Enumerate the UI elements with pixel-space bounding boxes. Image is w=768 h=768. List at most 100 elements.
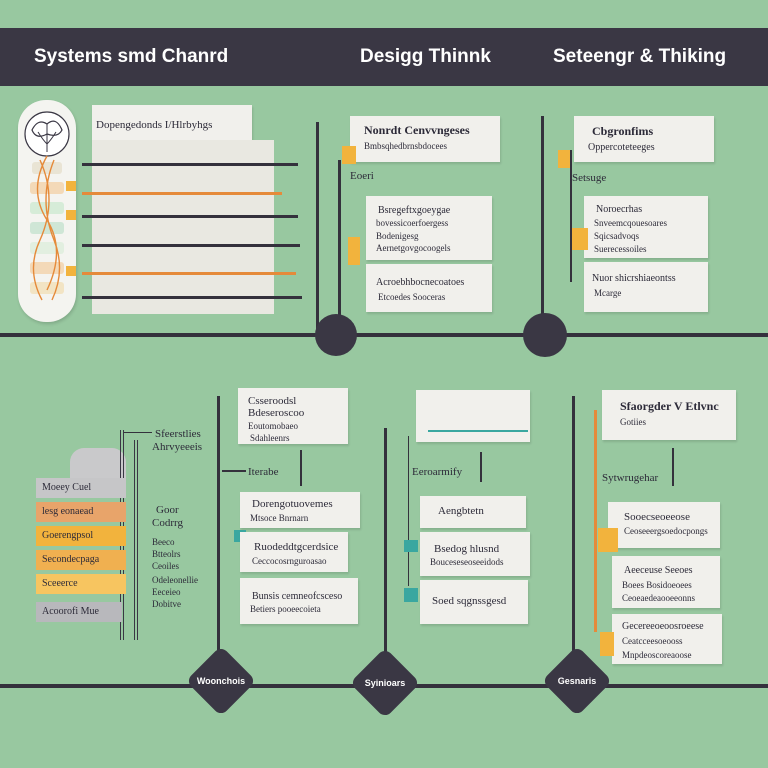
brain-spine-illustration — [18, 100, 76, 322]
card-text: Bsregeftxgoeygae — [378, 205, 451, 216]
bottom-right-tab-1 — [598, 528, 618, 552]
stripe-panel — [92, 140, 274, 314]
stack-cap — [70, 448, 126, 480]
card-text: Eoutomobaeo — [248, 421, 298, 431]
card-title: Sfaorgder V Etlvnc — [620, 399, 719, 413]
brain-spine-icon — [24, 111, 70, 301]
bottom-left-label: Dobitve — [152, 599, 181, 609]
bottom-mid2-card-1 — [416, 390, 530, 442]
stack-bar: lesg eonaead — [36, 502, 126, 522]
bottom-mid1-card-4: Bunsis cemneofcsceso Betiers pooeecoieta — [240, 578, 358, 624]
card-text: bovessicoerfoergess — [376, 218, 449, 228]
card-text: Sdahleenrs — [250, 433, 290, 443]
top-right-side-label: Setsuge — [572, 172, 607, 184]
bottom-right-card-1: Sfaorgder V Etlvnc Gotiies — [602, 390, 736, 440]
bottom-mid2-tick — [480, 452, 482, 482]
stripe-line-2 — [82, 192, 282, 195]
card-title: Nonrdt Cenvvngeses — [364, 123, 470, 137]
card-text: Aeeceuse Seeoes — [624, 565, 693, 576]
card-text: Bunsis cemneofcsceso — [252, 591, 343, 602]
bottom-mid1-card-1: Csseroodsl Bdeseroscoo Eoutomobaeo Sdahl… — [238, 388, 348, 444]
stripe-line-6 — [82, 296, 302, 299]
card-text: Bouceseseoseeidods — [430, 557, 504, 567]
bottom-left-label: Btteolrs — [152, 549, 181, 559]
card-text: Boees Bosidoeoees — [622, 580, 692, 590]
card-text: Mtsoce Bnrnarn — [250, 513, 309, 523]
top-right-tab-2 — [572, 228, 588, 250]
card-text: Ceatcceesoeooss — [622, 636, 683, 646]
diamond-label: Gesnaris — [557, 676, 597, 686]
bottom-right-side-label: Sytwrugehar — [602, 472, 659, 484]
card-text: Sooecseoeeose — [624, 511, 690, 523]
card-text: Oppercoteteeges — [588, 142, 655, 153]
card-text: Gecereeoeoosroeese — [622, 621, 704, 632]
card-text: Csseroodsl — [248, 395, 297, 407]
timeline-node-1 — [315, 314, 357, 356]
stack-bar: Secondecpaga — [36, 550, 126, 570]
bottom-left-label: Ahrvyeeeis — [152, 441, 203, 453]
top-left-heading-card: Dopengedonds I/Hlrbyhgs — [92, 105, 252, 145]
stripe-line-1 — [82, 163, 298, 166]
stack-bar: Sceeerce — [36, 574, 126, 594]
stripe-line-3 — [82, 215, 298, 218]
bottom-mid2-card-3: Bsedog hlusnd Bouceseseoseeidods — [420, 532, 530, 576]
bottom-mid2-thin — [408, 436, 409, 586]
bottom-right-card-3: Aeeceuse Seeoes Boees Bosidoeoees Ceoeae… — [612, 556, 720, 608]
card-title: Aengbtetn — [438, 505, 484, 517]
card-text: Bdeseroscoo — [248, 407, 305, 419]
card-title: Cbgronfims — [592, 124, 654, 138]
card-text: Gotiies — [620, 417, 646, 427]
card-text: Noroecrhas — [596, 204, 643, 215]
bottom-mid1-side-label: Iterabe — [248, 466, 279, 478]
top-right-tab-1 — [558, 150, 570, 168]
top-right-vline — [541, 116, 544, 334]
top-right-card-2: Noroecrhas Snveemcqouesoares Sqicsadvoqs… — [584, 196, 708, 258]
card-text: Bodenigesg — [376, 231, 419, 241]
bottom-left-ladder-2 — [134, 440, 138, 640]
spine-tab-orange — [66, 181, 76, 191]
card-text: Ruodeddtgcerdsice — [254, 541, 339, 553]
card-text: Ceoeaedeaooeeonns — [622, 593, 695, 603]
bottom-left-label: Ceoiles — [152, 561, 179, 571]
card-text: Bsedog hlusnd — [434, 543, 500, 555]
card-text: Bmbsqhedbrnsbdocees — [364, 141, 447, 151]
bottom-right-orange-line — [594, 410, 597, 632]
top-mid-card-2: Bsregeftxgoeygae bovessicoerfoergess Bod… — [366, 196, 492, 260]
top-right-vline-2 — [570, 150, 572, 282]
card-text: Snveemcqouesoares — [594, 218, 667, 228]
card-text: Nuor shicrshiaeontss — [592, 273, 676, 284]
bottom-left-label: Goor — [156, 504, 179, 516]
top-mid-card-1: Nonrdt Cenvvngeses Bmbsqhedbrnsbdocees — [350, 116, 500, 162]
bottom-mid2-tab-2 — [404, 588, 418, 602]
card-text: Betiers pooeecoieta — [250, 604, 321, 614]
card-text: Ceoseeergsoedocpongs — [624, 526, 708, 536]
diamond-label: Woonchois — [196, 676, 246, 686]
bottom-left-label: Codrrg — [152, 517, 183, 529]
card-text: Soed sqgnssgesd — [432, 595, 507, 607]
bottom-right-tick — [672, 448, 674, 486]
card-text: Sqicsadvoqs — [594, 231, 639, 241]
bottom-mid1-card-3: Ruodeddtgcerdsice Ceccocosrnguroasao — [240, 532, 348, 572]
bottom-mid2-card-2: Aengbtetn — [420, 496, 526, 528]
top-mid-tab-1 — [342, 146, 356, 164]
stack-bar: Moeey Cuel — [36, 478, 126, 498]
spine-tab-orange-3 — [66, 266, 76, 276]
bottom-mid2-card-4: Soed sqgnssgesd — [420, 580, 528, 624]
timeline-node-2 — [523, 313, 567, 357]
bottom-left-label: Eeceieo — [152, 587, 181, 597]
card-text: Acroebhbocnecoatoes — [376, 277, 465, 288]
top-mid-vline-left — [316, 122, 319, 334]
upper-timeline-rail — [0, 333, 768, 337]
header-title-systems: Systems smd Chanrd — [34, 46, 229, 67]
bottom-left-label: Odeleonellie — [152, 575, 198, 585]
bottom-mid1-vline — [217, 396, 220, 686]
card-text: Dorengotuovemes — [252, 498, 333, 510]
card-text: Mcarge — [594, 288, 622, 298]
top-mid-side-label: Eoeri — [350, 170, 374, 182]
card-text: Mnpdeoscoreaoose — [622, 650, 692, 660]
bottom-right-tab-2 — [600, 632, 614, 656]
header-title-strategy: Seteengr & Thiking — [553, 46, 727, 67]
card-text: Ceccocosrnguroasao — [252, 556, 327, 566]
top-mid-tab-2 — [348, 237, 360, 265]
